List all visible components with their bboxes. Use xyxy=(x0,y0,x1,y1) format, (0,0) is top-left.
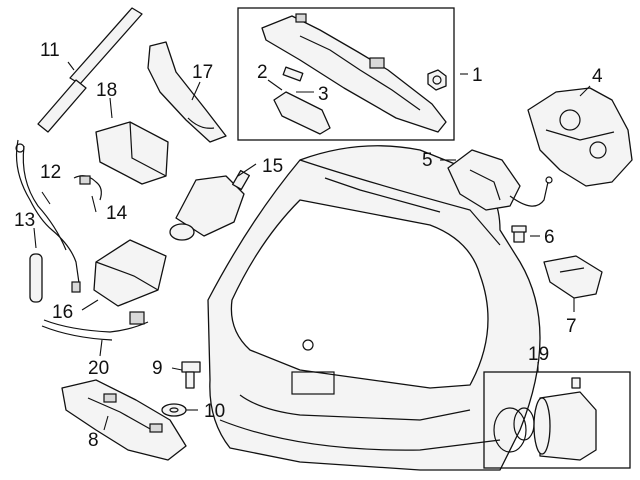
rod-sensor xyxy=(29,253,43,303)
lock-actuator xyxy=(527,87,633,187)
callout-4: 4 xyxy=(592,66,603,87)
callout-leaders xyxy=(33,61,591,431)
striker-bracket xyxy=(543,255,603,299)
hinge-bracket xyxy=(147,41,227,143)
callout-labels: 1 2 3 4 5 6 7 8 9 10 11 12 13 14 15 16 1… xyxy=(14,40,603,451)
lower-handle-bracket xyxy=(61,379,187,461)
sensor-housing xyxy=(95,121,169,185)
callout-19: 19 xyxy=(528,344,549,365)
latch-assembly xyxy=(447,149,553,211)
callout-16: 16 xyxy=(52,302,73,323)
handle-inset-box xyxy=(237,7,455,141)
small-harness xyxy=(73,175,102,201)
liftgate-panel xyxy=(207,145,541,471)
handle-assembly xyxy=(261,13,447,133)
motor-actuator xyxy=(169,169,250,241)
callout-18: 18 xyxy=(96,80,117,101)
lock-nut xyxy=(427,69,447,91)
callout-20: 20 xyxy=(88,358,109,379)
latch-bolt xyxy=(511,225,527,243)
callout-12: 12 xyxy=(40,162,61,183)
handle-switch xyxy=(273,66,331,135)
callout-1: 1 xyxy=(472,65,483,86)
washer xyxy=(161,403,187,417)
weatherstrip-wire xyxy=(41,311,149,341)
motor-inset-box xyxy=(483,371,631,469)
callout-11: 11 xyxy=(40,40,60,61)
callout-9: 9 xyxy=(152,358,163,379)
callout-3: 3 xyxy=(318,84,329,105)
callout-17: 17 xyxy=(192,62,213,83)
callout-7: 7 xyxy=(566,316,577,337)
callout-13: 13 xyxy=(14,210,35,231)
lift-support-strut xyxy=(37,7,143,133)
callout-6: 6 xyxy=(544,227,555,248)
callout-10: 10 xyxy=(204,401,225,422)
screw xyxy=(181,361,201,389)
callout-14: 14 xyxy=(106,203,128,224)
gate-motor xyxy=(493,377,597,461)
callout-15: 15 xyxy=(262,156,283,177)
callout-5: 5 xyxy=(422,150,433,171)
wiring-harness xyxy=(15,139,81,293)
callout-8: 8 xyxy=(88,430,99,451)
callout-2: 2 xyxy=(257,62,268,83)
control-module xyxy=(93,239,167,307)
